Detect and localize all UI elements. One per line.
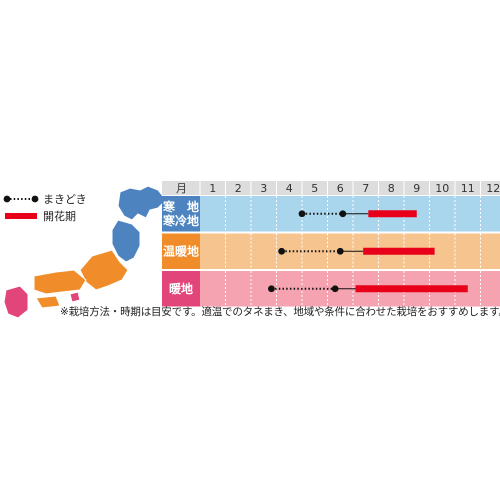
month-label: 1	[209, 182, 216, 195]
map-island	[69, 291, 81, 303]
month-label: 4	[286, 182, 293, 195]
map-central	[79, 249, 129, 291]
month-label: 12	[486, 182, 500, 195]
flowering-bar	[355, 285, 468, 293]
month-label: 6	[337, 182, 344, 195]
region-label: 寒冷地	[162, 213, 199, 228]
month-label: 3	[260, 182, 267, 195]
month-label: 11	[461, 182, 475, 195]
map-west	[33, 269, 87, 295]
region-label: 寒 地	[162, 199, 199, 214]
map-shikoku	[35, 295, 61, 309]
legend-sowing-label: まきどき	[43, 193, 87, 206]
legend: まきどき 開花期	[3, 193, 87, 223]
legend-sowing-end-dot	[31, 195, 39, 203]
month-header-bg	[162, 181, 500, 195]
region-label-bg	[162, 271, 200, 307]
month-label: 8	[388, 182, 395, 195]
month-header-label: 月	[176, 182, 187, 195]
sowing-start-dot	[298, 210, 306, 218]
region-label-bg	[162, 233, 200, 269]
map-tohoku	[111, 219, 141, 263]
region-label-bg	[162, 196, 200, 232]
flowering-bar	[363, 247, 435, 255]
legend-sowing-start-dot	[3, 195, 11, 203]
month-label: 10	[435, 182, 449, 195]
legend-flowering: 開花期	[5, 210, 76, 223]
month-label: 5	[311, 182, 318, 195]
month-label: 9	[413, 182, 420, 195]
legend-flowering-bar	[5, 213, 37, 219]
legend-sowing: まきどき	[3, 193, 87, 206]
sowing-start-dot	[278, 247, 285, 255]
cultivation-note: ※栽培方法・時期は目安です。適温でのタネまき、地域や条件に合わせた栽培をおすすめ…	[60, 306, 500, 318]
month-label: 2	[235, 182, 242, 195]
map-kyushu	[3, 285, 29, 319]
month-label: 7	[362, 182, 369, 195]
legend-flowering-label: 開花期	[43, 210, 76, 223]
region-label: 暖地	[169, 281, 193, 296]
japan-map-icon	[3, 185, 167, 319]
map-hokkaido	[117, 185, 167, 221]
flowering-bar	[368, 210, 417, 218]
sowing-start-dot	[268, 285, 275, 293]
region-label: 温暖地	[163, 243, 199, 258]
